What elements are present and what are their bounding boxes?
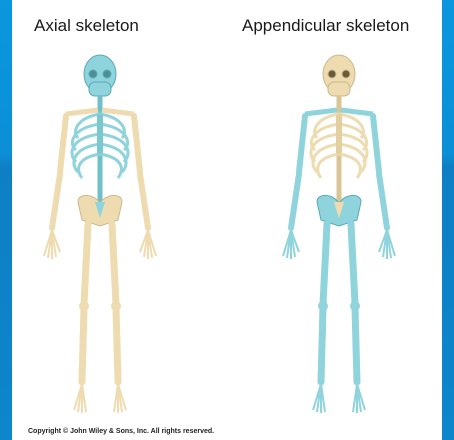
axial-skeleton-illustration xyxy=(0,52,200,424)
appendicular-skeleton-title: Appendicular skeleton xyxy=(242,16,409,36)
hands xyxy=(44,230,156,259)
hands xyxy=(283,230,395,259)
sternum xyxy=(336,114,342,154)
copyright-notice: Copyright © John Wiley & Sons, Inc. All … xyxy=(28,428,214,435)
sternum xyxy=(97,114,103,154)
skull xyxy=(323,55,355,96)
figure-panel: Axial skeleton Appendicular skeleton xyxy=(12,0,442,440)
skull xyxy=(84,55,116,96)
axial-skeleton-title: Axial skeleton xyxy=(34,16,139,36)
knee-caps xyxy=(318,301,360,311)
appendicular-skeleton-illustration xyxy=(239,52,439,424)
knee-caps xyxy=(79,301,121,311)
feet xyxy=(313,384,365,413)
feet xyxy=(74,384,126,413)
